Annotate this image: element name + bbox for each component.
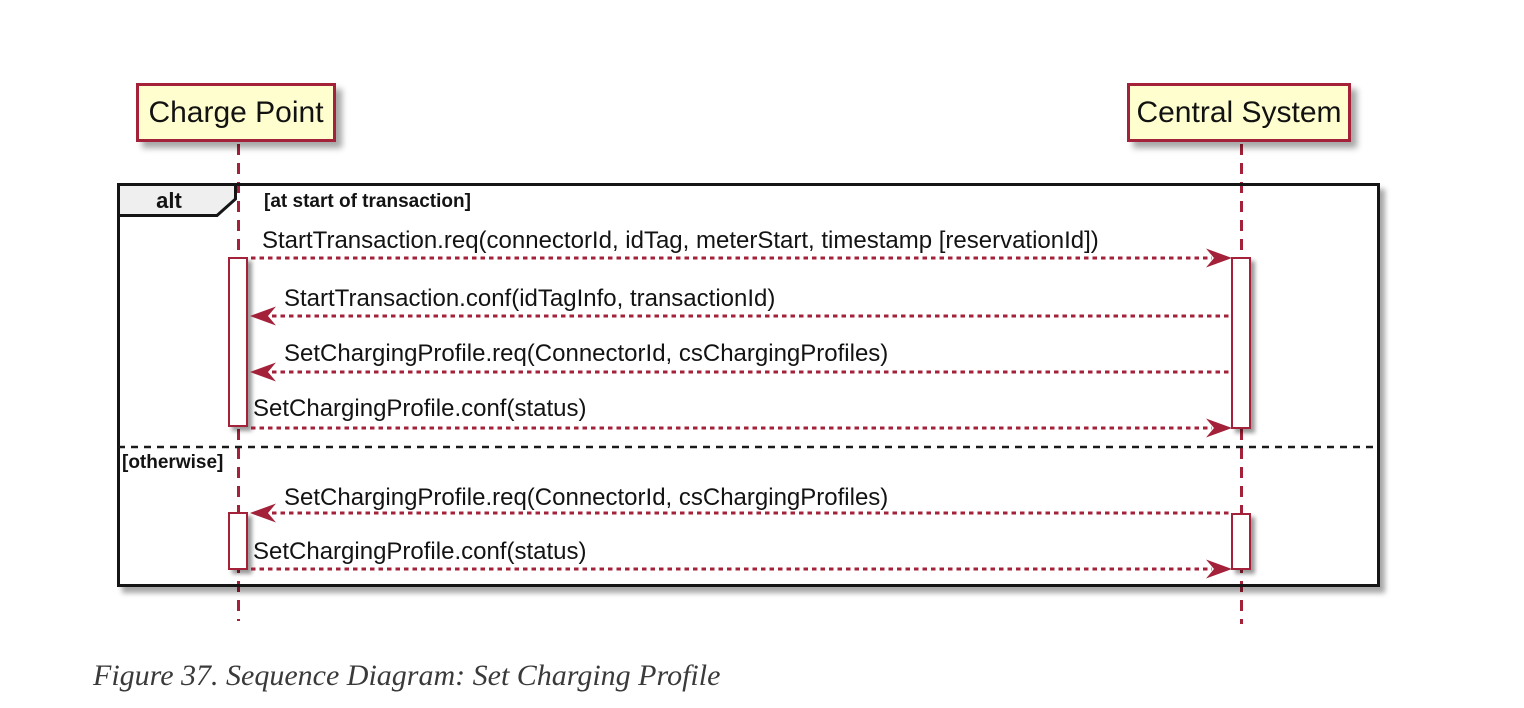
actor-central-system: Central System <box>1127 83 1351 142</box>
activation-bar-central-system-2 <box>1231 513 1251 570</box>
message-1-label: StartTransaction.req(connectorId, idTag,… <box>262 227 1099 254</box>
figure-caption: Figure 37. Sequence Diagram: Set Chargin… <box>93 659 721 692</box>
message-5-label: SetChargingProfile.req(ConnectorId, csCh… <box>284 484 889 511</box>
message-4-label: SetChargingProfile.conf(status) <box>253 395 587 422</box>
actor-charge-point: Charge Point <box>136 83 336 142</box>
message-2-label: StartTransaction.conf(idTagInfo, transac… <box>284 285 776 312</box>
message-3-label: SetChargingProfile.req(ConnectorId, csCh… <box>284 340 889 367</box>
actor-central-system-label: Central System <box>1136 95 1342 129</box>
alt-frame <box>117 183 1380 587</box>
activation-bar-central-system-1 <box>1231 257 1251 429</box>
activation-bar-charge-point-2 <box>228 512 248 570</box>
actor-charge-point-label: Charge Point <box>148 95 324 129</box>
message-6-label: SetChargingProfile.conf(status) <box>253 538 587 565</box>
alt-operator-label: alt <box>156 188 182 213</box>
guard-label-at-start-of-transaction: [at start of transaction] <box>264 191 471 212</box>
guard-label-otherwise: [otherwise] <box>122 452 224 473</box>
activation-bar-charge-point-1 <box>228 257 248 427</box>
